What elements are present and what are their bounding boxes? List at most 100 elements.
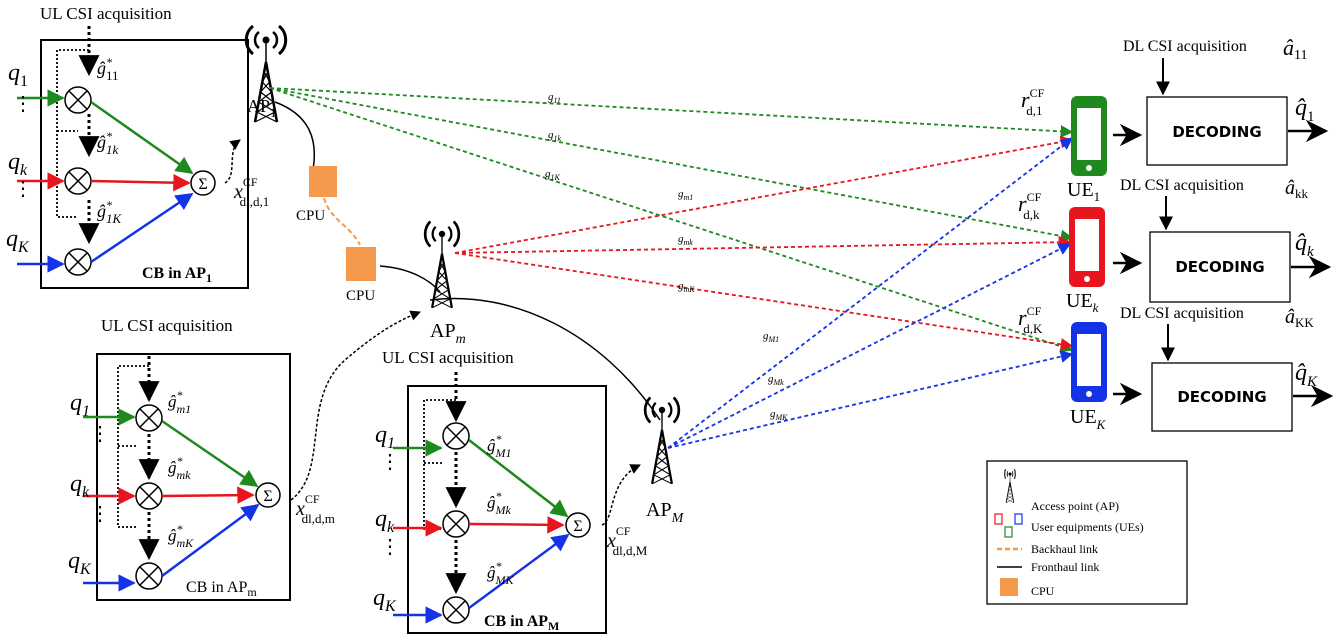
svg-text:ĝ*mk: ĝ*mk: [168, 454, 191, 482]
apM-label: APM: [646, 499, 685, 526]
svg-text:Fronthaul link: Fronthaul link: [1031, 560, 1099, 574]
block-ap1: UL CSI acquisition Σ q1 qk qK ⋮ ⋮ ĝ*11: [6, 4, 269, 289]
svg-text:ĝ*1k: ĝ*1k: [97, 129, 119, 157]
svg-text:q̂1: q̂1: [1295, 95, 1315, 125]
svg-text:Σ: Σ: [263, 488, 272, 505]
legend-box: [986, 460, 1188, 605]
svg-text:â11: â11: [1283, 35, 1307, 63]
svg-text:UL CSI acquisition: UL CSI acquisition: [382, 348, 514, 367]
svg-text:qK: qK: [68, 548, 92, 578]
channel-labels: g11 g1k g1K gm1 gmk gmK gM1 gMk gMK: [545, 91, 788, 422]
svg-text:DL CSI acquisition: DL CSI acquisition: [1120, 305, 1244, 322]
svg-text:g11: g11: [548, 91, 561, 105]
svg-text:UE1: UE1: [1067, 179, 1100, 204]
sum-icon: [565, 512, 591, 538]
multiplier-icon: [64, 86, 92, 276]
multiplier-icon: [135, 404, 163, 590]
svg-text:ĝ*M1: ĝ*M1: [487, 432, 512, 460]
svg-text:UEk: UEk: [1066, 290, 1099, 315]
svg-text:Σ: Σ: [198, 176, 207, 193]
dotted-bus-1: [56, 49, 89, 218]
fronthaul-link: [379, 265, 441, 293]
cpu-box-2: [346, 247, 376, 281]
svg-text:⋮: ⋮: [13, 178, 33, 200]
svg-text:⋮: ⋮: [90, 503, 110, 525]
svg-text:Σ: Σ: [573, 518, 582, 535]
phone-icon: [994, 513, 1003, 525]
svg-text:gMk: gMk: [768, 373, 784, 387]
svg-text:q1: q1: [375, 422, 395, 452]
svg-text:g1K: g1K: [545, 168, 561, 182]
svg-text:gMK: gMK: [770, 408, 788, 422]
decoding-box: [1151, 362, 1293, 432]
cb-box-ap1: [40, 39, 249, 289]
cpu-legend-swatch: [1000, 578, 1018, 596]
legend: Access point (AP) User equipments (UEs) …: [986, 460, 1188, 605]
svg-text:DL CSI acquisition: DL CSI acquisition: [1123, 38, 1247, 55]
svg-text:qk: qk: [70, 471, 90, 501]
svg-text:qK: qK: [373, 585, 397, 615]
cpu-box-1: [309, 166, 337, 197]
svg-text:DECODING: DECODING: [1175, 258, 1264, 276]
svg-text:gM1: gM1: [763, 330, 779, 344]
svg-text:qK: qK: [6, 226, 30, 256]
svg-text:CPU: CPU: [1031, 584, 1055, 598]
svg-text:CB in APM: CB in APM: [484, 613, 559, 633]
svg-text:ĝ*11: ĝ*11: [97, 55, 119, 83]
decoding-box: [1149, 231, 1291, 303]
cb-box-apm: [96, 353, 291, 601]
backhaul-link: [323, 197, 361, 246]
svg-text:ĝ*Mk: ĝ*Mk: [487, 489, 511, 517]
fronthaul-link: [274, 101, 316, 171]
svg-text:⋮: ⋮: [380, 451, 400, 473]
ap1-label: AP1: [247, 96, 277, 120]
phone-icon: [1014, 513, 1023, 525]
svg-text:qk: qk: [375, 506, 395, 536]
fronthaul-link: [429, 297, 661, 421]
svg-text:DL CSI acquisition: DL CSI acquisition: [1120, 177, 1244, 194]
svg-text:âkk: âkk: [1285, 177, 1309, 201]
block-apm: UL CSI acquisition Σ q1 qk qK ⋮ ⋮ ĝ*m1 ĝ…: [68, 310, 421, 601]
svg-text:CB in AP1: CB in AP1: [142, 265, 212, 285]
svg-text:ĝ*m1: ĝ*m1: [168, 388, 191, 416]
phone-icon: [1004, 526, 1013, 538]
svg-text:q1: q1: [70, 390, 90, 420]
svg-text:User equipments (UEs): User equipments (UEs): [1031, 520, 1144, 534]
svg-text:CPU: CPU: [346, 288, 375, 304]
svg-text:ĝ*MK: ĝ*MK: [487, 559, 514, 587]
ue-phones: [1069, 96, 1107, 402]
antenna-icon: [1004, 468, 1016, 503]
svg-text:⋮: ⋮: [90, 423, 110, 445]
svg-text:UEK: UEK: [1070, 406, 1107, 432]
antennas: [244, 24, 681, 485]
svg-text:CPU: CPU: [296, 208, 325, 224]
svg-text:ĝ*1K: ĝ*1K: [97, 198, 123, 226]
svg-text:⋮: ⋮: [380, 536, 400, 558]
svg-text:gmk: gmk: [678, 233, 693, 247]
svg-text:⋮: ⋮: [13, 93, 33, 115]
sum-icon: [255, 482, 281, 508]
svg-text:âKK: âKK: [1285, 306, 1314, 330]
apm-label: APm: [430, 320, 466, 347]
cb-box-apM: [407, 385, 607, 634]
svg-text:gmK: gmK: [678, 280, 695, 294]
channel-lines: [269, 87, 1074, 449]
svg-text:CB in APm: CB in APm: [186, 579, 257, 599]
ul-csi-label-1: UL CSI acquisition: [40, 4, 172, 23]
antenna-icon: [1004, 468, 1016, 503]
multiplier-icon: [442, 422, 470, 624]
decoding-box: [1146, 96, 1288, 166]
svg-text:DECODING: DECODING: [1172, 123, 1261, 141]
antenna-icon: [244, 24, 288, 123]
svg-text:Access point (AP): Access point (AP): [1031, 499, 1119, 513]
antenna-icon: [423, 220, 461, 309]
svg-text:qk: qk: [8, 149, 28, 179]
block-apM: UL CSI acquisition Σ q1 qk qK ⋮ ⋮ ĝ*M1 ĝ…: [373, 348, 648, 634]
